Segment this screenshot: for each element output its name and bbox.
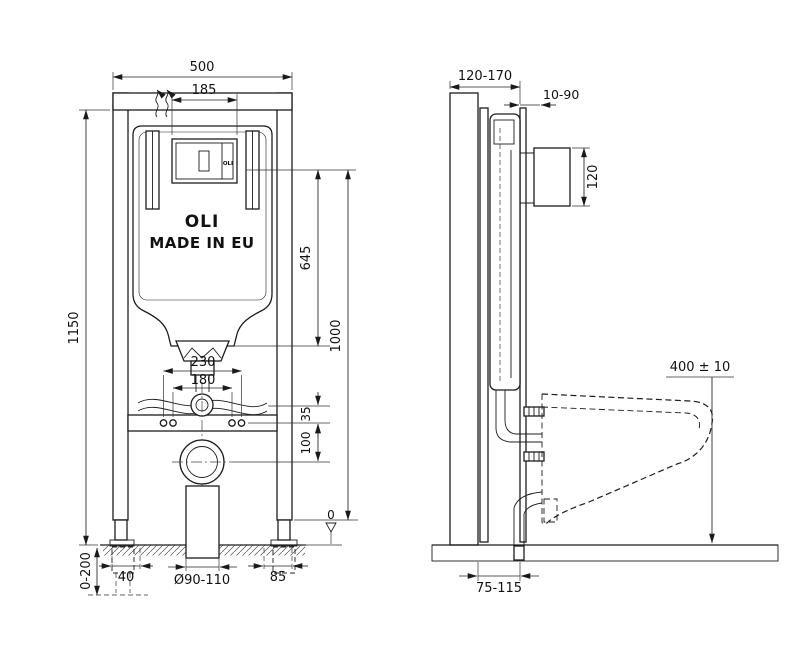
level-zero-label: 0 (327, 508, 335, 522)
flush-plate: OLI (171, 138, 238, 184)
foot-plate-left (109, 539, 135, 547)
dim-75-115: 75-115 (459, 562, 539, 596)
ext-line (477, 562, 521, 581)
dim-40-label: 40 (118, 570, 135, 585)
dim-180-label: 180 (191, 373, 216, 388)
flush-pipe (495, 390, 542, 443)
drain-side (495, 390, 543, 545)
cistern-side-body (489, 113, 521, 391)
flush-plate-inner (175, 142, 234, 180)
dim-outlet-dia-label: Ø90-110 (174, 573, 230, 588)
bowl-outline (541, 393, 714, 524)
frame-right-rail (276, 92, 293, 521)
brand-logo-text: OLI (185, 212, 220, 232)
rod-thread (528, 452, 540, 461)
fixing-hole (169, 419, 177, 427)
dim-185-label: 185 (192, 83, 217, 98)
dim-10-90: 10-90 (504, 87, 579, 108)
dim-1150-label: 1150 (67, 311, 82, 344)
dim-400: 400 ± 10 (666, 360, 734, 544)
dim-120-170: 120-170 (449, 69, 521, 104)
side-view: 120-170 10-90 120 400 ± 10 75-115 (431, 69, 779, 596)
dim-35-label: 35 (299, 406, 313, 421)
foot-tube-left (114, 519, 128, 541)
dim-0-200-label: 0-200 (79, 552, 94, 590)
fill-valve (493, 119, 515, 145)
toilet-bowl (541, 393, 714, 524)
flush-button-block (533, 147, 571, 207)
vent-squiggle (165, 89, 176, 118)
dim-40: 40 (99, 548, 153, 585)
flush-plate-outer (171, 138, 238, 184)
actuator-lines (520, 152, 534, 204)
outlet-assembly (172, 382, 232, 497)
dim-645-label: 645 (299, 246, 314, 271)
frame-left-rail (112, 92, 129, 521)
made-in-text: MADE IN EU (149, 234, 254, 252)
bowl-inner-line (541, 406, 700, 430)
dim-185: 185 (171, 83, 238, 135)
drain-pipe-front (185, 485, 220, 559)
flush-pipe (504, 390, 542, 435)
frame-front-profile (519, 107, 527, 543)
ext-line (572, 147, 590, 207)
dim-85-label: 85 (270, 570, 287, 585)
fixing-hole (237, 419, 246, 427)
ext-line (228, 169, 356, 347)
vent-squiggle (155, 89, 166, 118)
foot-extension-lines (115, 573, 131, 593)
outlet-elbow (513, 491, 543, 545)
dim-400-label: 400 ± 10 (670, 360, 731, 375)
dim-120: 120 (572, 147, 601, 207)
dim-230-label: 230 (191, 355, 216, 370)
rod-thread (528, 407, 540, 416)
foot-tube-right (277, 519, 291, 541)
ext-line (163, 375, 242, 417)
flush-button-assembly (520, 147, 571, 207)
dim-85: 85 (248, 548, 308, 585)
odor-vent-icon (155, 89, 176, 118)
level-marker: 0 (300, 508, 342, 546)
dim-1150: 1150 (67, 109, 110, 546)
dim-500: 500 (112, 60, 293, 90)
funnel-detail (183, 347, 222, 359)
dim-100: 100 (232, 423, 330, 463)
fixing-hole (228, 419, 236, 427)
fixing-hole (159, 419, 168, 427)
foot-plate-right (270, 539, 298, 547)
fixing-rods (523, 406, 545, 462)
feet (109, 519, 298, 593)
frame-rail-profile (479, 107, 489, 543)
dim-120-label: 120 (586, 165, 601, 190)
dim-100-label: 100 (299, 432, 313, 455)
dim-500-label: 500 (190, 60, 215, 75)
dim-180: 180 (172, 373, 233, 417)
bowl-mount (543, 498, 558, 523)
plate-logo-text: OLI (223, 161, 233, 167)
front-view: OLI MADE IN EU OLI (67, 60, 358, 596)
dim-120-170-label: 120-170 (458, 69, 512, 84)
dim-0-200: 0-200 (79, 547, 148, 596)
level-triangle (325, 522, 337, 533)
drain-below-floor (513, 545, 525, 561)
cistern-funnel (175, 340, 230, 362)
outlet-elbow (523, 502, 543, 545)
dim-1000-label: 1000 (329, 319, 344, 352)
dim-645: 645 (228, 169, 356, 347)
foot-extension-right (272, 546, 296, 574)
dim-1000: 100 0 (294, 169, 358, 521)
dim-230: 230 (163, 355, 242, 417)
ext-line (172, 392, 233, 417)
cistern-profile (489, 113, 521, 391)
ext-line (248, 405, 330, 424)
cistern-inner-outline (138, 131, 267, 301)
dim-outlet-dia: Ø90-110 (168, 558, 237, 588)
dim-10-90-label: 10-90 (543, 87, 579, 102)
dim-75-115-label: 75-115 (476, 581, 522, 596)
ext-line (185, 558, 220, 571)
flush-button-slot (198, 150, 210, 172)
